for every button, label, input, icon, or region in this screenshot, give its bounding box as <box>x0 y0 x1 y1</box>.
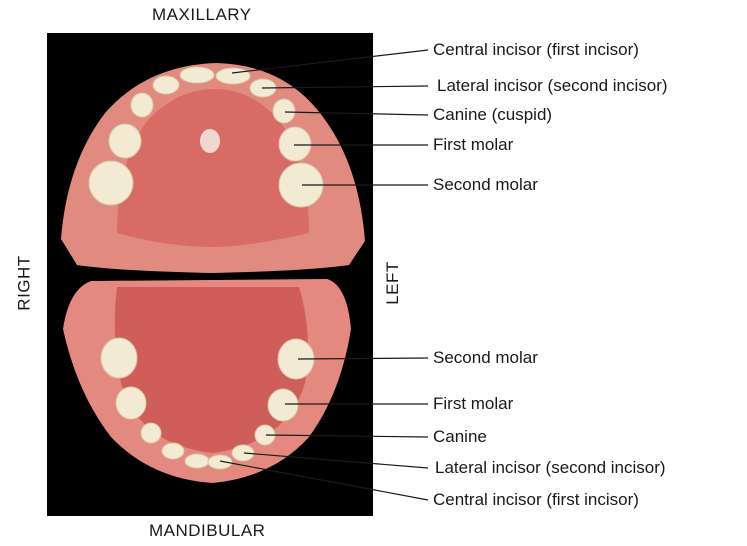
label-man-canine: Canine <box>433 427 487 447</box>
label-max-canine: Canine (cuspid) <box>433 105 552 125</box>
leader-man-canine <box>266 435 428 437</box>
leader-man-central-incisor <box>220 461 428 500</box>
label-man-central-incisor: Central incisor (first incisor) <box>433 490 639 510</box>
label-max-second-molar: Second molar <box>433 175 538 195</box>
label-max-central-incisor: Central incisor (first incisor) <box>433 40 639 60</box>
label-man-lateral-incisor: Lateral incisor (second incisor) <box>435 458 666 478</box>
label-man-first-molar: First molar <box>433 394 513 414</box>
label-max-first-molar: First molar <box>433 135 513 155</box>
label-man-second-molar: Second molar <box>433 348 538 368</box>
label-max-lateral-incisor: Lateral incisor (second incisor) <box>437 76 668 96</box>
leader-max-central-incisor <box>232 50 428 73</box>
leader-max-lateral-incisor <box>262 86 428 88</box>
leader-max-canine <box>285 112 428 115</box>
leader-man-lateral-incisor <box>244 453 428 468</box>
leader-man-second-molar <box>298 358 428 359</box>
